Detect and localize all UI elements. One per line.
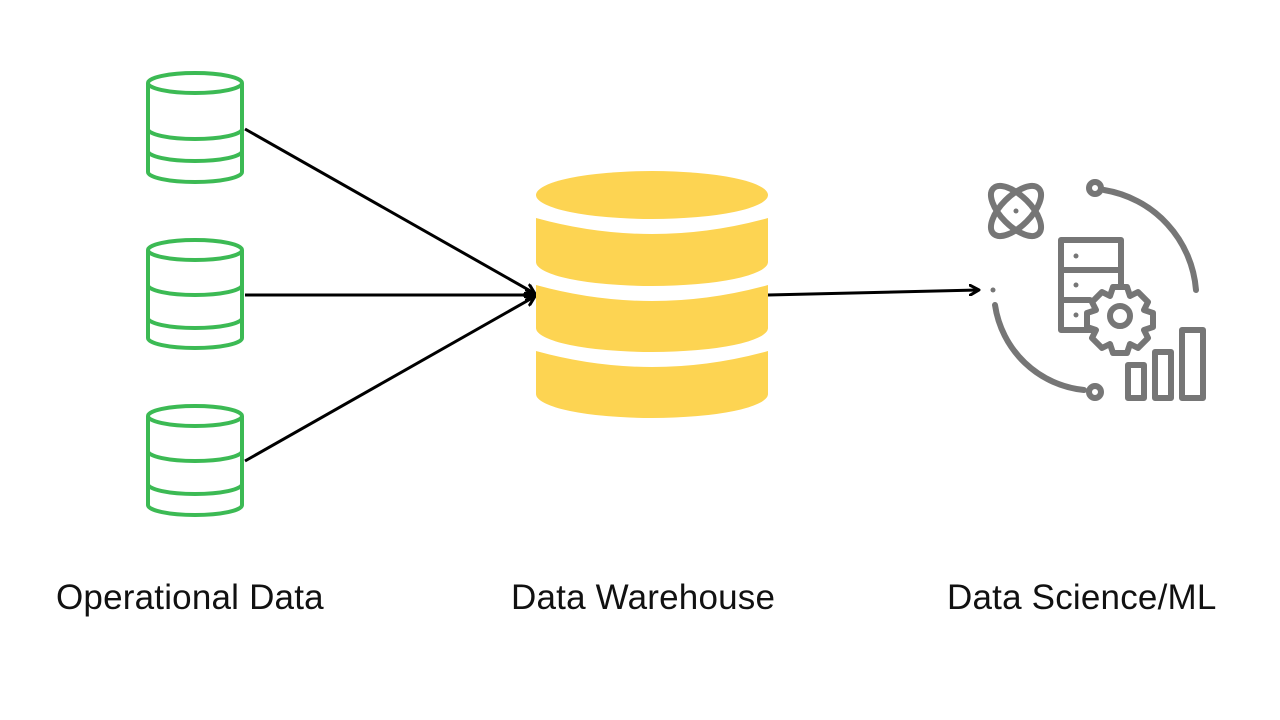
atom-icon xyxy=(988,183,1044,239)
gear-icon xyxy=(1084,284,1156,356)
operational-db-icon-3 xyxy=(146,404,244,517)
arrow-source-1-to-warehouse xyxy=(244,127,534,293)
operational-db-icon-1-bands xyxy=(146,150,244,163)
operational-db-icon-2 xyxy=(146,238,244,350)
warehouse-db-icon xyxy=(536,171,768,418)
cycle-arrows-icon xyxy=(990,179,1199,401)
data-warehouse-label: Data Warehouse xyxy=(511,578,776,617)
data-science-ml-label: Data Science/ML xyxy=(947,578,1217,617)
data-science-icon xyxy=(988,179,1206,401)
arrow-source-3-to-warehouse xyxy=(244,297,534,463)
operational-db-icon-1 xyxy=(146,71,244,184)
operational-data-label: Operational Data xyxy=(56,578,324,617)
bar-chart-icon xyxy=(1125,327,1206,401)
arrow-warehouse-to-ml xyxy=(767,290,978,297)
